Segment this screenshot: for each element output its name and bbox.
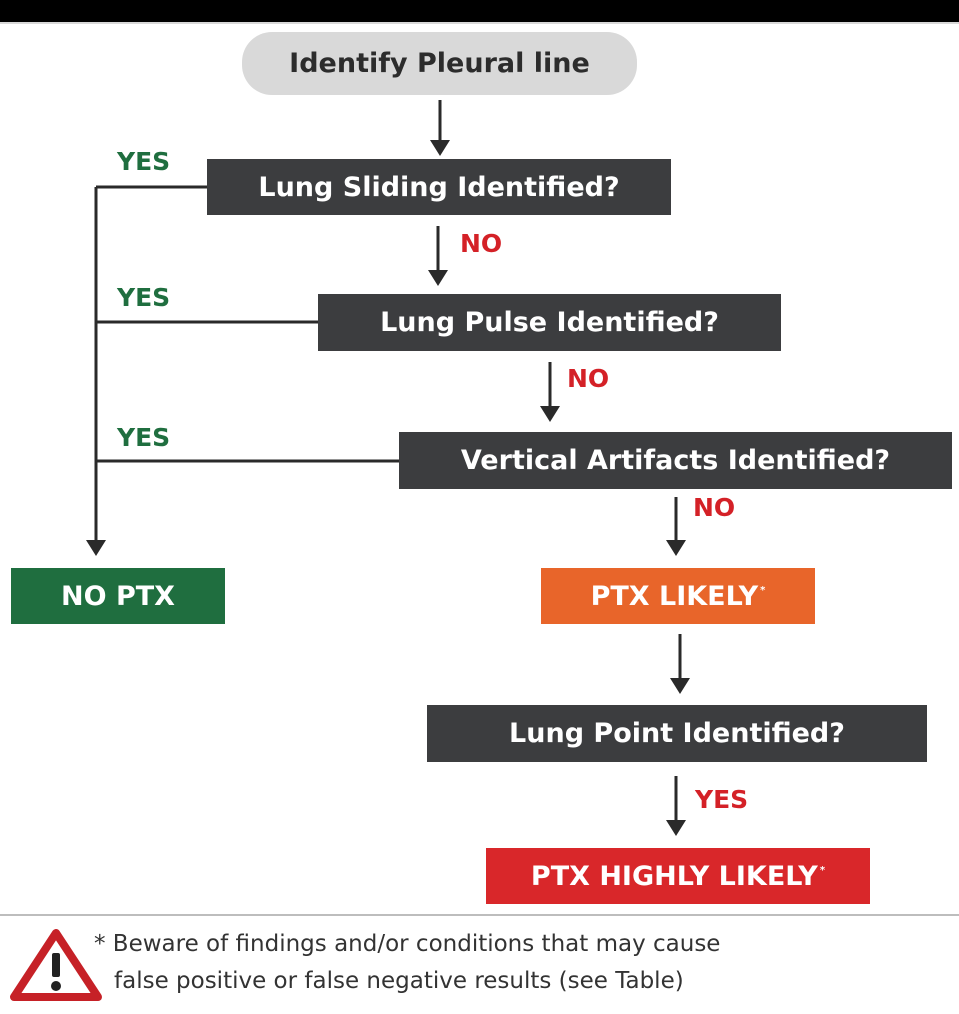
start-box: Identify Pleural line	[242, 32, 637, 95]
yes-label-lung-point: YES	[695, 785, 749, 814]
question-lung-pulse: Lung Pulse Identified?	[318, 294, 781, 351]
question-lung-sliding: Lung Sliding Identified?	[207, 159, 671, 215]
yes-label-lung-sliding: YES	[117, 147, 171, 176]
top-divider	[0, 22, 959, 24]
no-label-vertical-artifacts: NO	[693, 493, 736, 522]
question-vertical-artifacts: Vertical Artifacts Identified?	[399, 432, 952, 489]
footnote-divider	[0, 914, 959, 916]
yes-label-lung-pulse: YES	[117, 283, 171, 312]
footnote-line-2: false positive or false negative results…	[114, 968, 684, 994]
outcome-no-ptx: NO PTX	[11, 568, 225, 624]
outcome-ptx-highly-likely: PTX HIGHLY LIKELY*	[486, 848, 870, 904]
ptx-highly-likely-label: PTX HIGHLY LIKELY	[530, 860, 818, 892]
no-label-lung-pulse: NO	[567, 364, 610, 393]
no-label-lung-sliding: NO	[460, 229, 503, 258]
ptx-likely-asterisk: *	[760, 584, 766, 596]
warning-triangle-icon	[10, 929, 102, 1001]
ptx-highly-likely-asterisk: *	[819, 864, 826, 876]
footnote-text: * Beware of findings and/or conditions t…	[94, 926, 720, 1000]
ptx-likely-label: PTX LIKELY	[590, 580, 759, 612]
question-lung-point: Lung Point Identified?	[427, 705, 927, 762]
yes-label-vertical-artifacts: YES	[117, 423, 171, 452]
footnote-line-1: * Beware of findings and/or conditions t…	[94, 931, 721, 957]
outcome-ptx-likely: PTX LIKELY*	[541, 568, 815, 624]
